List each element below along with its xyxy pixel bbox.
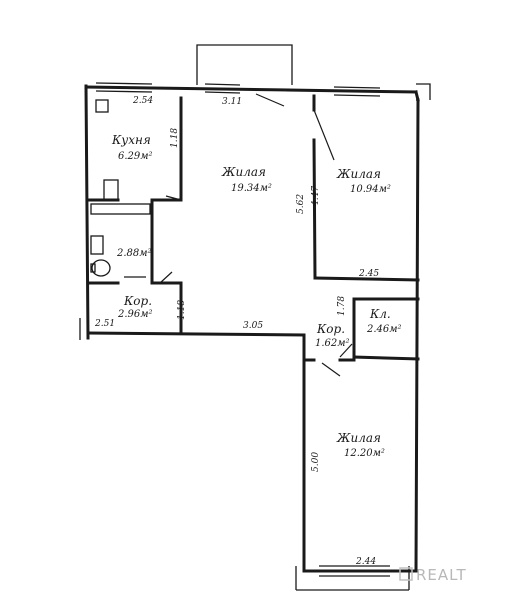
room-name-living-1: Жилая	[221, 165, 266, 179]
room-name-living-2: Жилая	[336, 167, 381, 181]
room-area-corridor-2: 1.62м²	[315, 338, 350, 349]
dimension-kitchen-depth: 1.18	[170, 128, 180, 148]
dimension-living-3-width: 2.44	[355, 557, 376, 567]
room-labels: Кухня 6.29м² Жилая 19.34м² Жилая 10.94м²…	[111, 133, 402, 459]
room-area-storage: 2.46м²	[366, 324, 402, 335]
room-name-corridor-2: Кор.	[316, 322, 345, 336]
room-name-corridor-1: Кор.	[123, 294, 152, 308]
dimension-corridor-1-width: 2.51	[94, 319, 115, 329]
dimension-living-1-bottom: 3.05	[243, 321, 263, 331]
balcony	[196, 44, 293, 85]
doors	[124, 93, 353, 377]
room-area-living-3: 12.20м²	[344, 448, 385, 459]
room-area-kitchen: 6.29м²	[118, 151, 153, 162]
watermark-text: REALT	[416, 566, 467, 584]
dimension-kitchen-width: 2.54	[132, 96, 153, 106]
kitchen-fixtures	[90, 99, 151, 277]
outer-walls	[84, 83, 431, 573]
dimension-corridor-2-depth: 1.78	[337, 296, 347, 316]
interior-walls	[86, 94, 420, 362]
dimension-living-2-depth: 4.47	[311, 186, 321, 207]
room-area-living-1: 19.34м²	[231, 183, 272, 194]
dimension-living-1-depth: 5.62	[296, 194, 306, 214]
dimension-living-2-width: 2.45	[358, 269, 379, 279]
room-name-storage: Кл.	[369, 307, 391, 321]
room-area-bathroom: 2.88м²	[116, 248, 152, 259]
room-name-kitchen: Кухня	[111, 133, 151, 147]
room-area-corridor-1: 2.96м²	[117, 309, 153, 320]
windows	[79, 82, 410, 591]
dimension-corridor-1-depth: 1.18	[177, 300, 187, 320]
room-area-living-2: 10.94м²	[350, 184, 391, 195]
dimension-living-3-depth: 5.00	[311, 452, 321, 472]
dimension-living-1-width: 3.11	[222, 97, 242, 107]
dimension-labels: 2.54 3.11 1.18 5.62 4.47 2.45 1.78 3.05 …	[94, 96, 379, 567]
watermark: REALT	[399, 566, 467, 584]
room-name-living-3: Жилая	[336, 431, 381, 445]
